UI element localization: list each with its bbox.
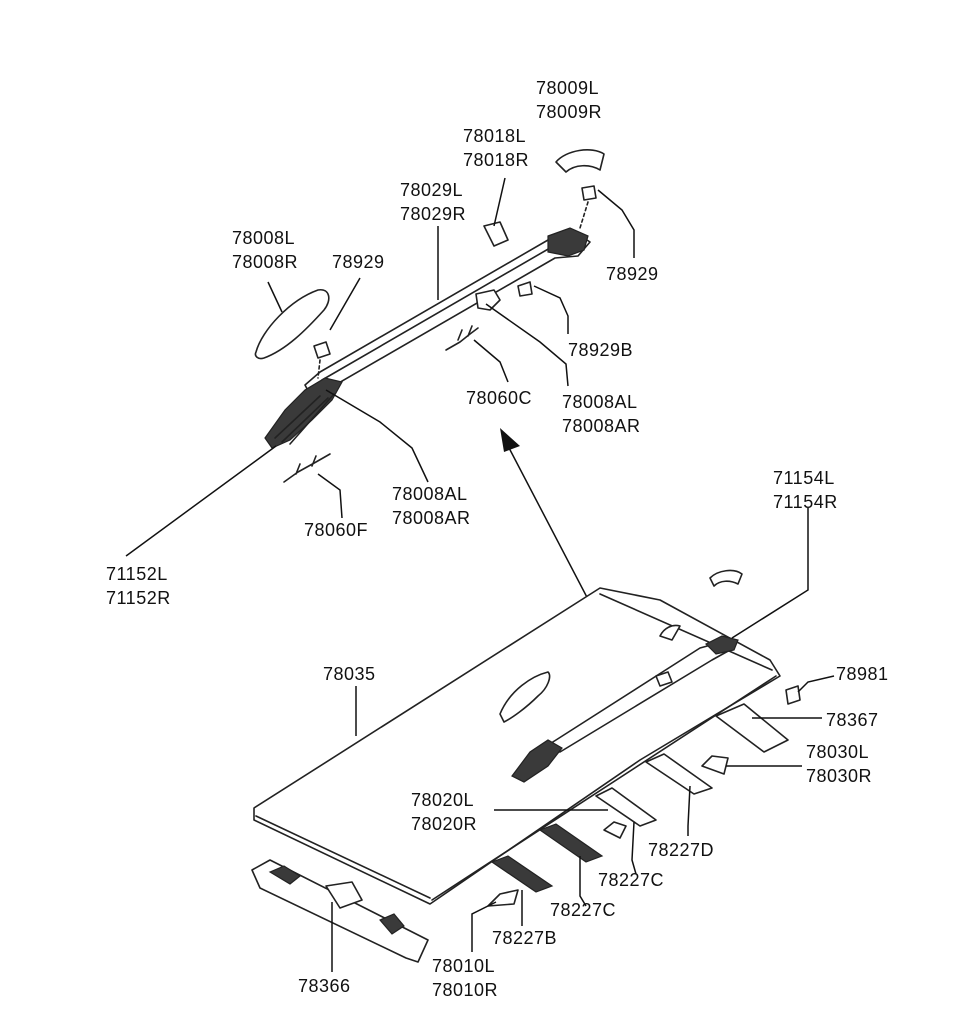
roof-panel-outline — [253, 587, 781, 905]
roof-bow-78227B — [490, 855, 554, 893]
label-78227C-b: 78227C — [550, 900, 617, 920]
label-78929-right: 78929 — [606, 264, 659, 284]
upper-leaders — [125, 177, 635, 557]
label-78929-left: 78929 — [332, 252, 385, 272]
rail-front-base — [264, 377, 343, 449]
nut-78929-left — [313, 341, 331, 359]
nut-78929B — [517, 281, 533, 297]
roof-bow-78227C-b — [538, 823, 604, 863]
lower-leaders — [331, 508, 835, 972]
rail-front-cover — [254, 289, 330, 360]
nut-78929-right — [581, 185, 597, 201]
roof-panel — [253, 569, 801, 907]
roof-bow-78227C-a — [595, 787, 657, 827]
label-78020: 78020L 78020R — [411, 790, 478, 834]
clip-78060C — [445, 325, 479, 351]
label-71154: 71154L 71154R — [773, 468, 838, 512]
roof-rail-assembly — [254, 149, 605, 483]
nut-78981 — [785, 685, 801, 705]
label-78008A-right: 78008AL 78008AR — [562, 392, 641, 436]
bracket-78030 — [701, 755, 729, 775]
label-78029: 78029L 78029R — [400, 180, 467, 224]
roof-bow-78227D — [645, 753, 713, 795]
bracket-78020 — [603, 821, 627, 839]
label-78009: 78009L 78009R — [536, 78, 603, 122]
label-78018: 78018L 78018R — [463, 126, 530, 170]
rail-cover — [483, 221, 509, 247]
label-78010: 78010L 78010R — [432, 956, 499, 1000]
label-78367: 78367 — [826, 710, 879, 730]
clip-78060F — [283, 453, 331, 483]
label-78929B: 78929B — [568, 340, 634, 360]
rail-rear-end-cap — [547, 227, 589, 257]
label-78227B: 78227B — [492, 928, 558, 948]
front-header-panel — [251, 859, 429, 963]
label-78227D: 78227D — [648, 840, 715, 860]
label-78227C-a: 78227C — [598, 870, 665, 890]
rail-end-cover — [555, 149, 605, 173]
label-78030: 78030L 78030R — [806, 742, 873, 786]
label-71152: 71152L 71152R — [106, 564, 171, 608]
label-78060F: 78060F — [304, 520, 369, 540]
label-78981: 78981 — [836, 664, 889, 684]
label-78366: 78366 — [298, 976, 351, 996]
label-78035: 78035 — [323, 664, 376, 684]
label-78060C: 78060C — [466, 388, 533, 408]
rail-mount-clip-right — [475, 289, 501, 311]
label-78008: 78008L 78008R — [232, 228, 299, 272]
roof-bow-78367 — [715, 703, 789, 753]
label-78008A-left: 78008AL 78008AR — [392, 484, 471, 528]
